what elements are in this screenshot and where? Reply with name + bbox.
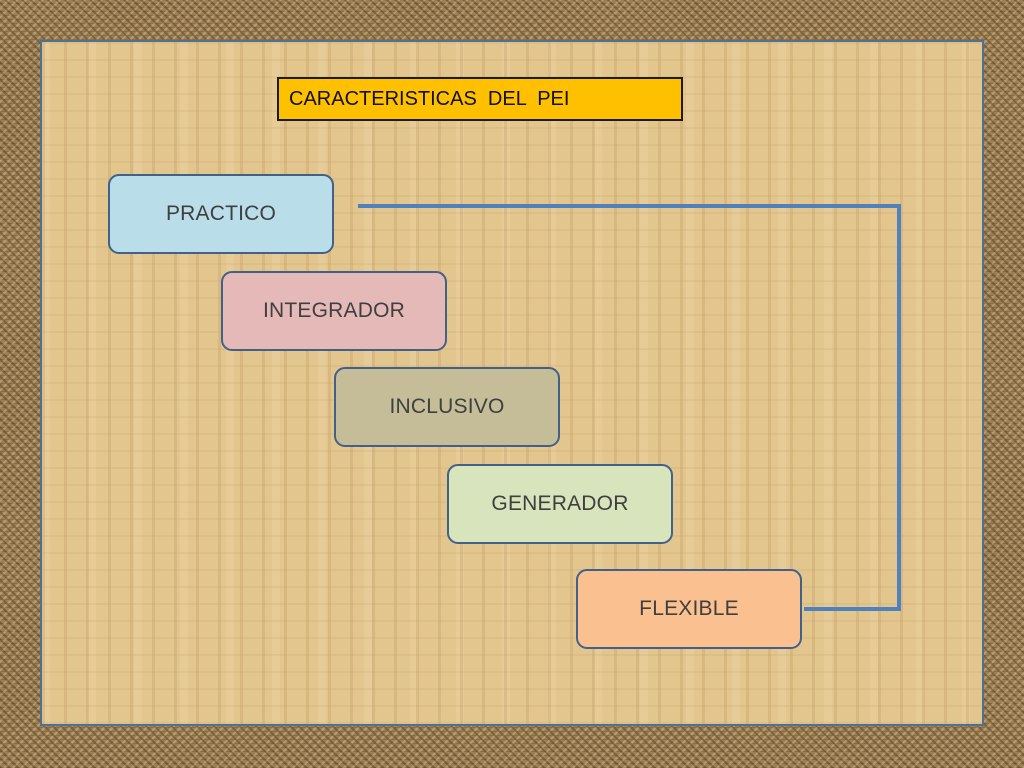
node-generador: GENERADOR (447, 464, 673, 544)
node-practico: PRACTICO (108, 174, 334, 254)
node-integrador: INTEGRADOR (221, 271, 447, 351)
node-inclusivo: INCLUSIVO (334, 367, 560, 447)
node-flexible: FLEXIBLE (576, 569, 802, 649)
diagram-title: CARACTERISTICAS DEL PEI (277, 77, 683, 121)
